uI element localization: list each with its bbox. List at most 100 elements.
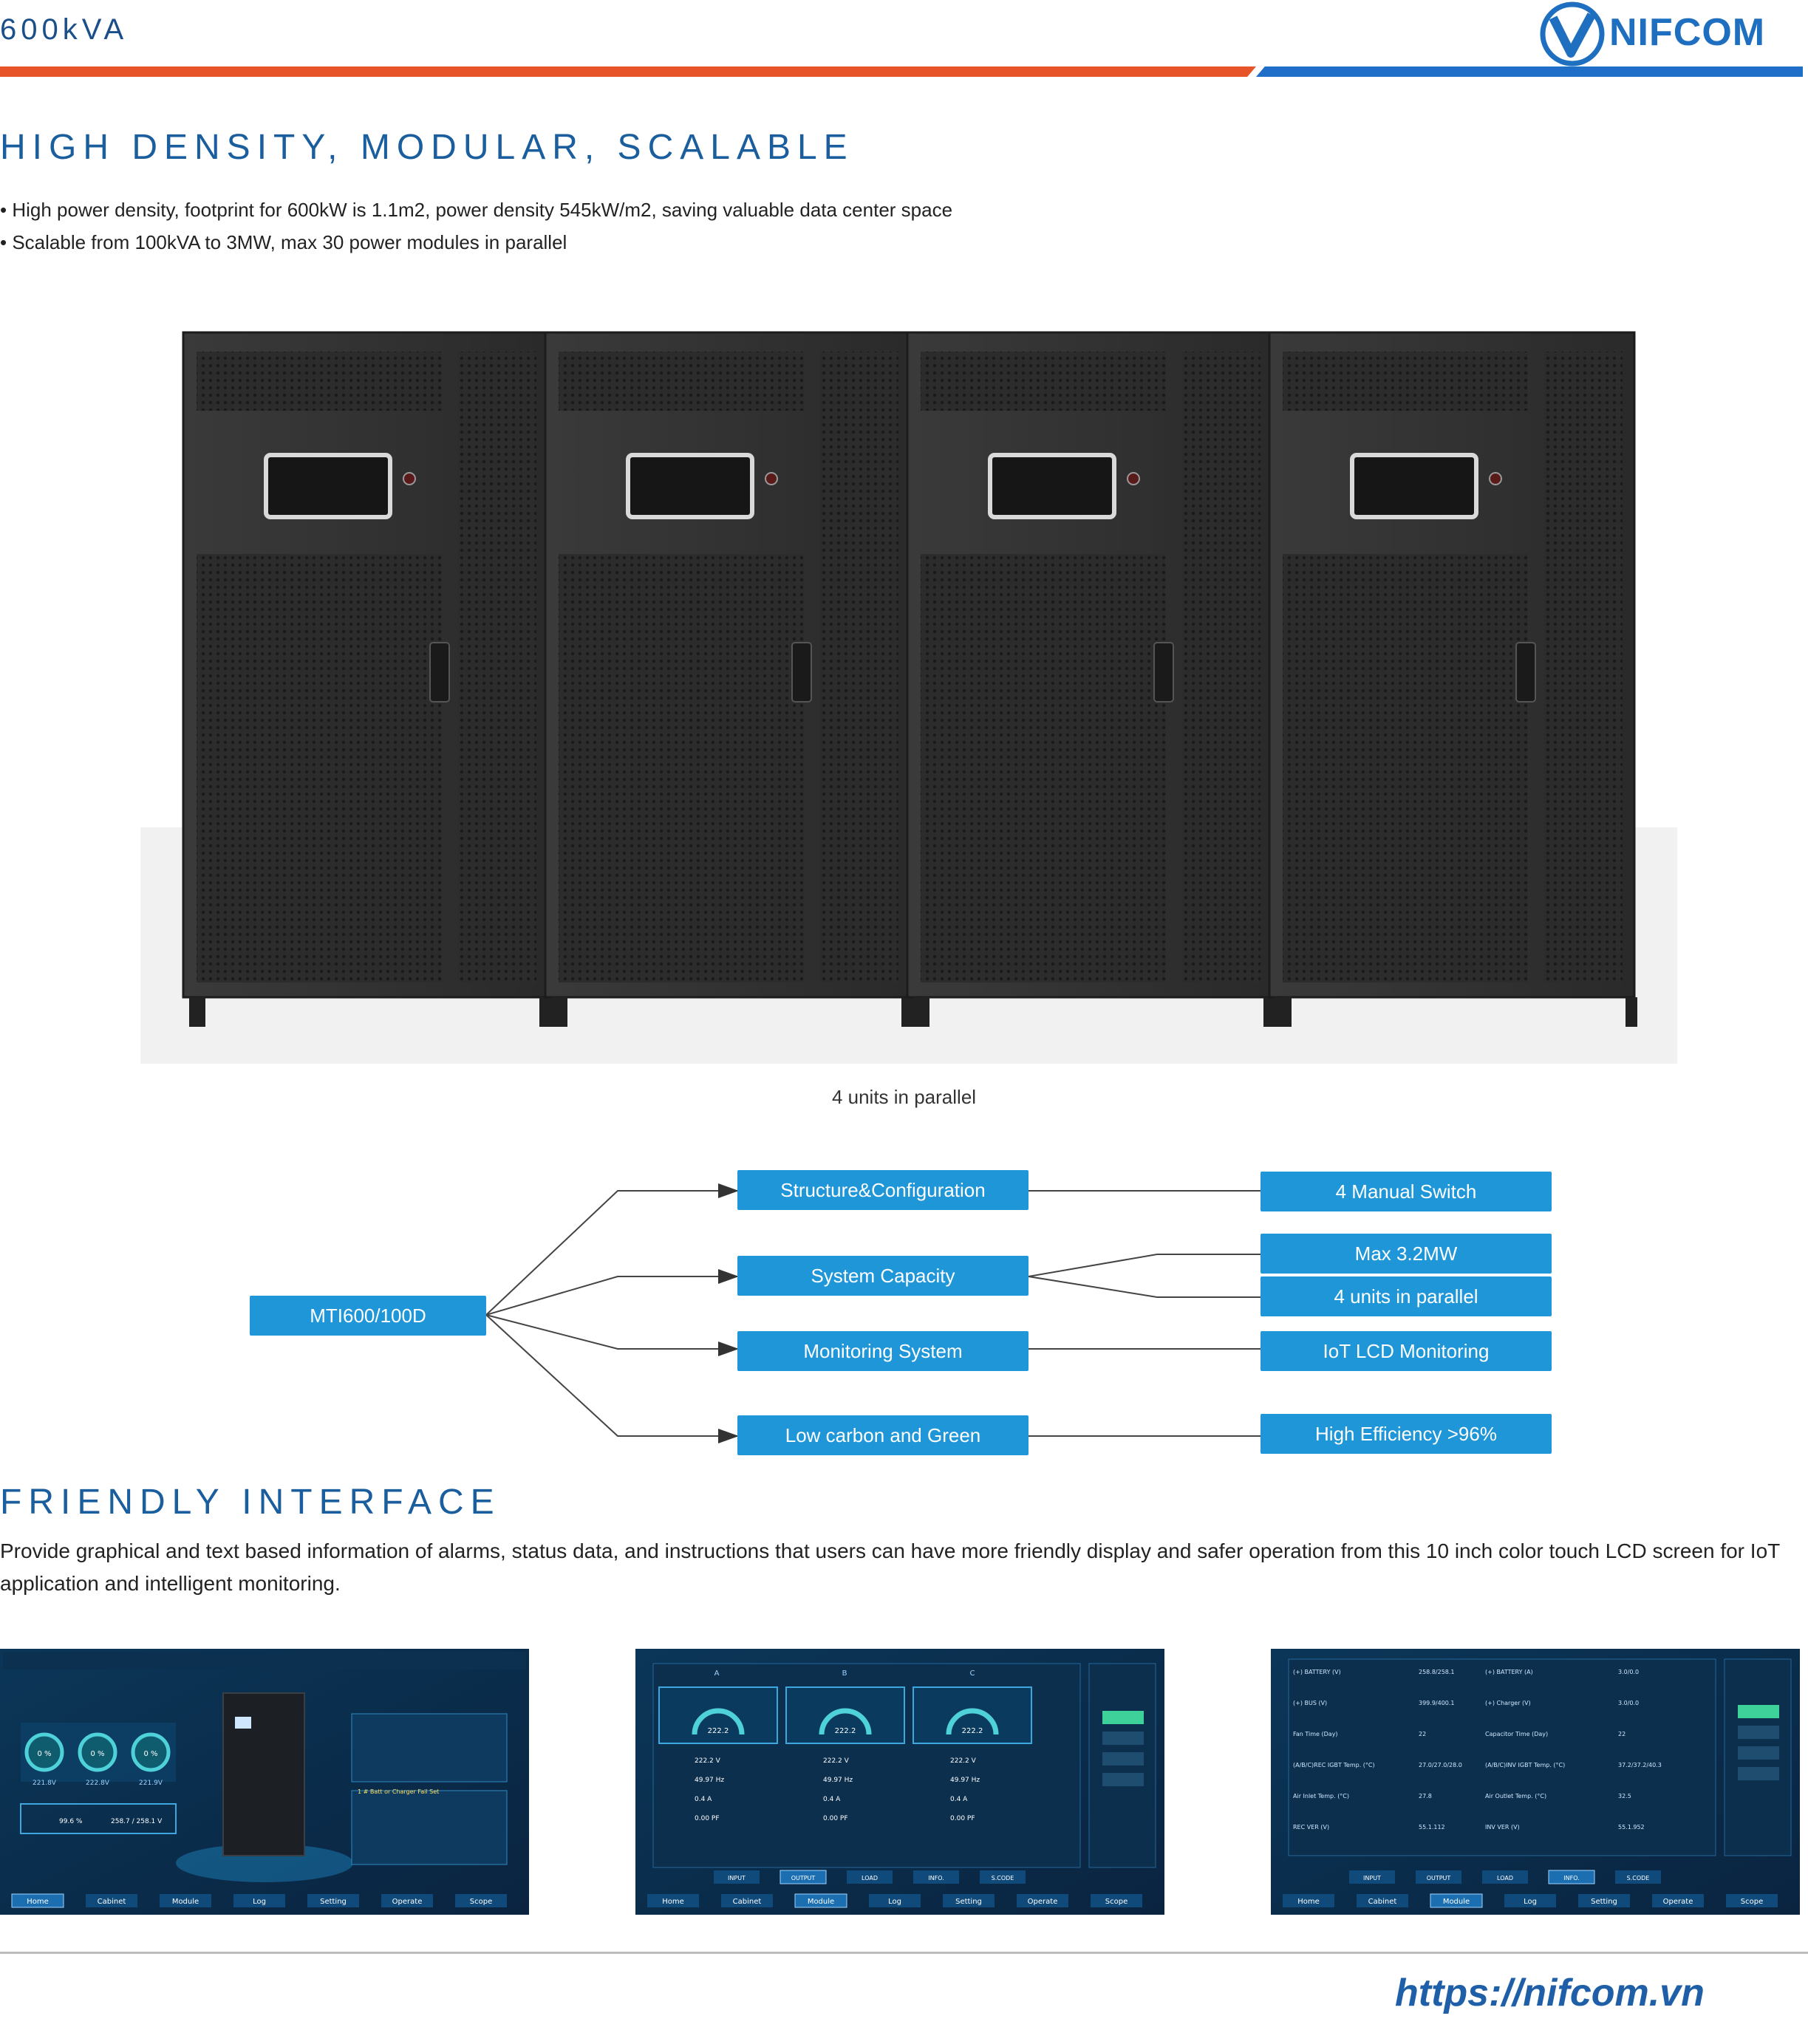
logo-brand-text: NIFCOM	[1609, 11, 1766, 54]
phase-c-volt: 221.9V	[139, 1780, 163, 1787]
info-value-6a: 55.1.112	[1419, 1824, 1445, 1831]
info-value-1b: 3.0/0.0	[1618, 1669, 1639, 1675]
info-label-2b: (+) Charger (V)	[1485, 1700, 1531, 1706]
tab-load: LOAD	[1497, 1875, 1513, 1881]
tab-input: INPUT	[1363, 1875, 1381, 1881]
diagram-branch-green: Low carbon and Green	[737, 1415, 1028, 1455]
nav-cabinet: Cabinet	[98, 1898, 126, 1906]
phase-c-label: C	[970, 1669, 975, 1678]
info-value-6b: 55.1.952	[1618, 1824, 1645, 1831]
diagram-connectors	[485, 1183, 1261, 1443]
section-heading-interface: FRIENDLY INTERFACE	[0, 1483, 501, 1522]
out-current-b: 0.4 A	[823, 1796, 841, 1803]
bullet-item: High power density, footprint for 600kW …	[0, 194, 952, 226]
info-label-3b: Capacitor Time (Day)	[1485, 1731, 1548, 1737]
nav-operate: Operate	[1028, 1898, 1058, 1906]
lcd-screens-svg: 0 % 0 % 0 % 221.8V 222.8V 221.9V 99.6 % …	[0, 1649, 1800, 1915]
lcd-screenshots: 0 % 0 % 0 % 221.8V 222.8V 221.9V 99.6 % …	[0, 1649, 1808, 1915]
nifcom-logo: NIFCOM	[1537, 1, 1788, 66]
feature-bullets: High power density, footprint for 600kW …	[0, 194, 952, 259]
nav-home: Home	[662, 1898, 684, 1906]
footer-divider	[0, 1952, 1808, 1954]
out-freq-b: 49.97 Hz	[823, 1777, 853, 1784]
tab-scode: S.CODE	[1627, 1875, 1650, 1881]
phase-a-pct: 0 %	[37, 1750, 51, 1758]
nav-setting: Setting	[320, 1898, 347, 1906]
info-label-1b: (+) BATTERY (A)	[1485, 1669, 1533, 1675]
battery-volt: 258.7 / 258.1 V	[111, 1818, 163, 1825]
info-label-2a: (+) BUS (V)	[1293, 1700, 1327, 1706]
diagram-feature-efficiency: High Efficiency >96%	[1261, 1414, 1552, 1454]
bullet-item: Scalable from 100kVA to 3MW, max 30 powe…	[0, 226, 952, 259]
nav-log: Log	[253, 1898, 266, 1906]
alarm-message: 1 # Batt or Charger Fail Set	[358, 1788, 439, 1795]
nav-setting: Setting	[955, 1898, 982, 1906]
nav-log: Log	[888, 1898, 901, 1906]
out-voltage-c: 222.2 V	[950, 1757, 977, 1765]
info-value-2b: 3.0/0.0	[1618, 1700, 1639, 1706]
info-label-1a: (+) BATTERY (V)	[1293, 1669, 1341, 1675]
nav-home: Home	[27, 1898, 49, 1906]
diagram-feature-iot: IoT LCD Monitoring	[1261, 1331, 1552, 1371]
info-label-4a: (A/B/C)REC IGBT Temp. (°C)	[1293, 1762, 1375, 1768]
nav-module: Module	[172, 1898, 199, 1906]
out-current-c: 0.4 A	[950, 1796, 968, 1803]
out-voltage-b: 222.2 V	[823, 1757, 850, 1765]
section-heading-density: HIGH DENSITY, MODULAR, SCALABLE	[0, 128, 854, 167]
diagram-branch-structure: Structure&Configuration	[737, 1170, 1028, 1210]
info-label-6b: INV VER (V)	[1485, 1824, 1520, 1831]
logo-emblem-icon	[1540, 1, 1605, 66]
tab-output: OUTPUT	[1427, 1875, 1451, 1881]
out-freq-a: 49.97 Hz	[695, 1777, 724, 1784]
lcd-screen-module-output: A B C 222.2 222.2 222.2 222.2 V 49.97 Hz…	[635, 1649, 1164, 1915]
info-value-3b: 22	[1618, 1731, 1626, 1737]
diagram-root-node: MTI600/100D	[250, 1296, 486, 1336]
info-label-6a: REC VER (V)	[1293, 1824, 1329, 1831]
nav-cabinet: Cabinet	[733, 1898, 762, 1906]
diagram-branch-monitoring: Monitoring System	[737, 1331, 1028, 1371]
info-value-1a: 258.8/258.1	[1419, 1669, 1455, 1675]
nav-cabinet: Cabinet	[1368, 1898, 1397, 1906]
out-current-a: 0.4 A	[695, 1796, 712, 1803]
tab-info: INFO.	[1563, 1875, 1579, 1881]
info-value-4a: 27.0/27.0/28.0	[1419, 1762, 1462, 1768]
phase-b-volt: 222.8V	[86, 1780, 110, 1787]
interface-description: Provide graphical and text based informa…	[0, 1539, 1780, 1595]
nav-scope: Scope	[1741, 1898, 1763, 1906]
tab-output: OUTPUT	[791, 1875, 816, 1881]
lcd-screen-home: 0 % 0 % 0 % 221.8V 222.8V 221.9V 99.6 % …	[0, 1649, 529, 1915]
nav-setting: Setting	[1591, 1898, 1617, 1906]
header-divider-blue	[1256, 66, 1803, 77]
phase-a-volt: 221.8V	[33, 1780, 57, 1787]
lcd-screen-module-info: (+) BATTERY (V) 258.8/258.1 (+) BATTERY …	[1271, 1649, 1800, 1915]
ups-cabinets-image	[140, 325, 1677, 1064]
nav-log: Log	[1524, 1898, 1537, 1906]
gauge-c-value: 222.2	[962, 1727, 983, 1735]
info-value-2a: 399.9/400.1	[1419, 1700, 1455, 1706]
tab-load: LOAD	[862, 1875, 878, 1881]
out-voltage-a: 222.2 V	[695, 1757, 721, 1765]
gauge-b-value: 222.2	[835, 1727, 856, 1735]
out-freq-c: 49.97 Hz	[950, 1777, 980, 1784]
configuration-diagram: MTI600/100D Structure&Configuration Syst…	[0, 1152, 1808, 1470]
nav-module: Module	[808, 1898, 834, 1906]
gauge-a-value: 222.2	[708, 1727, 729, 1735]
info-value-3a: 22	[1419, 1731, 1426, 1737]
phase-a-label: A	[714, 1669, 720, 1678]
phase-b-pct: 0 %	[90, 1750, 104, 1758]
phase-b-label: B	[842, 1669, 847, 1678]
info-label-3a: Fan Time (Day)	[1293, 1731, 1338, 1737]
info-value-4b: 37.2/37.2/40.3	[1618, 1762, 1662, 1768]
tab-scode: S.CODE	[992, 1875, 1014, 1881]
nav-scope: Scope	[470, 1898, 492, 1906]
page-header-title: 600kVA	[0, 13, 129, 46]
out-pf-c: 0.00 PF	[950, 1815, 975, 1822]
out-pf-b: 0.00 PF	[823, 1815, 848, 1822]
info-label-5b: Air Outlet Temp. (°C)	[1485, 1793, 1546, 1799]
tab-info: INFO.	[928, 1875, 944, 1881]
footer-website-link[interactable]: https://nifcom.vn	[1395, 1972, 1705, 2014]
product-caption: 4 units in parallel	[831, 1086, 977, 1108]
nav-module: Module	[1443, 1898, 1470, 1906]
nav-operate: Operate	[392, 1898, 423, 1906]
info-label-5a: Air Inlet Temp. (°C)	[1293, 1793, 1349, 1799]
